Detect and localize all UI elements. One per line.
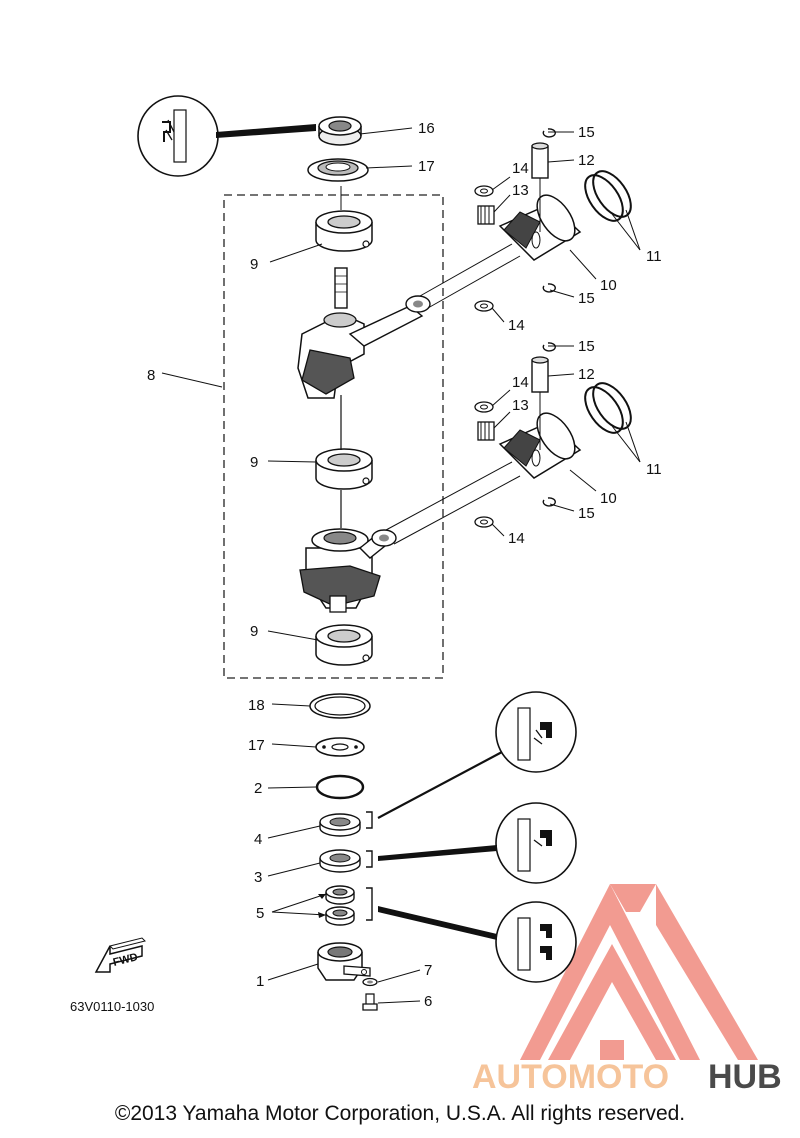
label-part-7: 7 — [424, 962, 432, 979]
bearing-9-bottom — [315, 624, 373, 666]
piston-10-lower — [498, 412, 582, 479]
bearing-9-middle — [315, 448, 373, 490]
copyright-notice: ©2013 Yamaha Motor Corporation, U.S.A. A… — [114, 1102, 686, 1125]
piston-rings-11-lower — [584, 382, 632, 434]
part-labels: 16 17 15 12 14 13 11 10 15 14 9 8 9 15 1… — [147, 120, 662, 1010]
label-part-18: 18 — [248, 697, 265, 714]
label-part-1: 1 — [256, 973, 264, 990]
label-part-14-c: 14 — [512, 374, 529, 391]
label-part-13-a: 13 — [512, 182, 529, 199]
watermark-logo — [520, 884, 758, 1060]
label-part-11-a: 11 — [646, 248, 662, 265]
label-part-17-top: 17 — [418, 158, 435, 175]
crankshaft-lower — [299, 490, 381, 613]
seal-inset-1 — [377, 691, 577, 819]
needle-bearing-13-upper — [477, 205, 495, 225]
washer-14-d — [474, 516, 494, 528]
piston-pin-12-upper — [531, 142, 549, 179]
circlip-15-c — [542, 342, 556, 352]
washer-7 — [362, 977, 378, 987]
label-part-16: 16 — [418, 120, 435, 137]
oil-seal-5-b — [325, 906, 355, 926]
watermark-text-hub: HUB — [708, 1058, 782, 1096]
seal-17-top — [307, 158, 369, 182]
circlip-15-a — [542, 128, 556, 138]
crankshaft-assembly-box — [223, 194, 444, 679]
bracket-part-3 — [366, 850, 373, 868]
label-part-15-a: 15 — [578, 124, 595, 141]
seal-inset-2 — [378, 802, 577, 884]
label-part-8: 8 — [147, 367, 155, 384]
label-part-9-middle: 9 — [250, 454, 258, 471]
oil-seal-16 — [318, 116, 362, 146]
needle-bearing-13-lower — [477, 421, 495, 441]
washer-14-a — [474, 185, 494, 197]
label-part-15-c: 15 — [578, 338, 595, 355]
label-part-15-d: 15 — [578, 505, 595, 522]
label-part-5: 5 — [256, 905, 264, 922]
bracket-part-4 — [366, 811, 373, 829]
fwd-arrow-icon — [94, 937, 146, 973]
label-part-12-a: 12 — [578, 152, 595, 169]
leader-lines — [161, 127, 641, 1004]
seal-17-bottom — [315, 737, 365, 757]
seal-inset-top — [137, 95, 316, 177]
label-part-6: 6 — [424, 993, 432, 1010]
watermark-text-automoto: AUTOMOTO — [472, 1058, 669, 1096]
oil-seal-3 — [319, 849, 361, 873]
seal-housing-1 — [317, 942, 371, 981]
label-part-11-b: 11 — [646, 461, 662, 478]
label-part-15-b: 15 — [578, 290, 595, 307]
connecting-rod-upper — [348, 243, 521, 347]
label-part-2: 2 — [254, 780, 262, 797]
label-part-9-bottom: 9 — [250, 623, 258, 640]
seal-inset-3 — [378, 901, 577, 983]
drawing-code: 63V0110-1030 — [70, 999, 154, 1014]
label-part-14-d: 14 — [508, 530, 525, 547]
gasket-18 — [309, 693, 371, 719]
crankshaft-upper — [297, 267, 365, 450]
bearing-9-top — [315, 210, 373, 252]
washer-14-b — [474, 300, 494, 312]
label-part-12-b: 12 — [578, 366, 595, 383]
oil-seal-5-a — [325, 885, 355, 905]
piston-rings-11-upper — [584, 170, 632, 222]
piston-pin-12-lower — [531, 356, 549, 393]
o-ring-2 — [315, 774, 365, 800]
bracket-part-5 — [366, 887, 373, 921]
bolt-6 — [362, 993, 378, 1011]
label-part-10-a: 10 — [600, 277, 617, 294]
label-part-14-a: 14 — [512, 160, 529, 177]
label-part-4: 4 — [254, 831, 262, 848]
label-part-3: 3 — [254, 869, 262, 886]
piston-10-upper — [498, 194, 582, 261]
arrowheads-part-5 — [318, 894, 326, 918]
connecting-rod-lower — [358, 461, 521, 559]
oil-seal-4 — [319, 813, 361, 837]
label-part-17-bottom: 17 — [248, 737, 265, 754]
label-part-14-b: 14 — [508, 317, 525, 334]
label-part-13-b: 13 — [512, 397, 529, 414]
label-part-10-b: 10 — [600, 490, 617, 507]
fwd-label: FWD — [112, 951, 139, 969]
label-part-9-top: 9 — [250, 256, 258, 273]
washer-14-c — [474, 401, 494, 413]
